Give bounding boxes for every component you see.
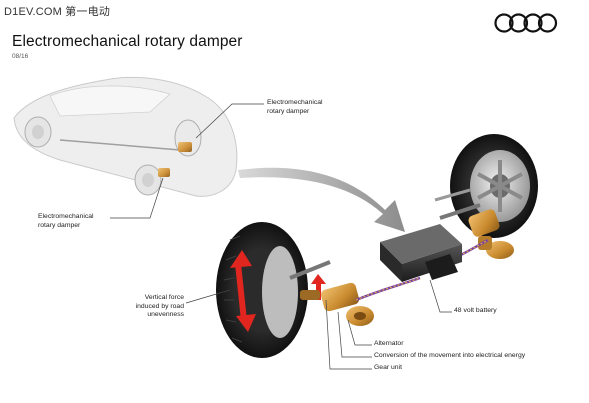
diagram-date: 08/16 (12, 53, 29, 60)
label-vertical-force: Vertical force induced by road unevennes… (135, 294, 184, 319)
front-damper (300, 282, 374, 326)
leader-conversion (337, 311, 372, 358)
force-arrow (230, 250, 256, 332)
leader-damper-left (110, 177, 164, 219)
label-gear-unit: Gear unit (374, 364, 402, 371)
battery-pack (380, 224, 462, 282)
diagram-title: Electromechanical rotary damper (12, 33, 243, 50)
leader-vertical-force (185, 289, 231, 304)
label-conversion: Conversion of the movement into electric… (374, 352, 526, 359)
leader-damper-top (195, 103, 264, 139)
leader-alternator (347, 319, 372, 346)
watermark-text: D1EV.COM 第一电动 (4, 6, 111, 18)
label-alternator: Alternator (374, 340, 404, 347)
label-damper-left: Electromechanical rotary damper (38, 213, 94, 229)
rear-wheel (450, 134, 538, 238)
four-rings-logo (494, 13, 558, 33)
car-outline (13, 76, 238, 197)
label-battery: 48 volt battery (454, 307, 497, 314)
label-damper-top: Electromechanical rotary damper (267, 99, 323, 115)
leader-gear-unit (325, 299, 372, 370)
process-arrow (238, 167, 405, 232)
leader-battery (429, 279, 452, 313)
